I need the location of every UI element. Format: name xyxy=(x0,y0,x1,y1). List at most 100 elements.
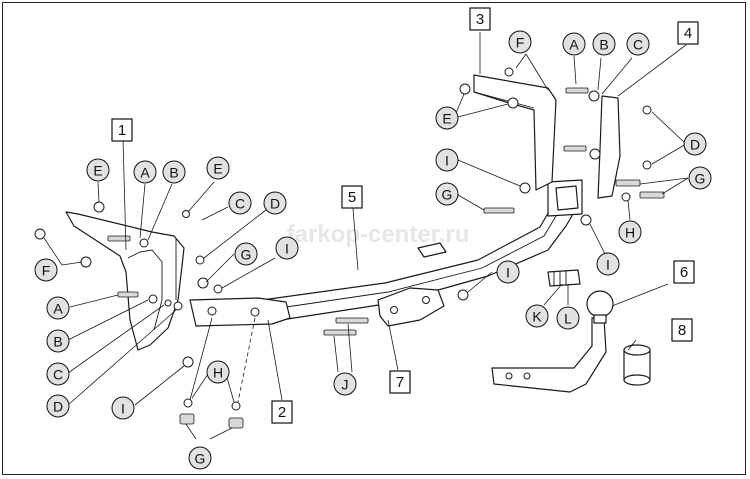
watermark: farkop-center.ru xyxy=(287,221,470,248)
letter-callout-c: C xyxy=(228,191,252,215)
part-callout-1: 1 xyxy=(111,118,133,142)
part-number-box xyxy=(677,21,699,45)
callout-letter: H xyxy=(625,225,635,241)
part-number-box xyxy=(111,118,133,142)
part-number-box xyxy=(469,7,491,31)
letter-callout-g: G xyxy=(435,182,459,206)
electrical-clip-hardware xyxy=(547,269,581,287)
callout-circle xyxy=(596,252,620,276)
callout-letter: A xyxy=(53,301,63,317)
letter-callout-h: H xyxy=(206,360,230,384)
callout-letter: E xyxy=(442,111,451,127)
part-callout-5: 5 xyxy=(341,185,363,209)
tow-ball-neck xyxy=(491,290,614,393)
part-callout-4: 4 xyxy=(677,21,699,45)
callout-letter: J xyxy=(342,377,349,393)
letter-callout-d: D xyxy=(263,191,287,215)
letter-callout-i: I xyxy=(111,396,135,420)
callout-circle xyxy=(496,260,520,284)
letter-callout-d: D xyxy=(46,394,70,418)
callout-circle xyxy=(508,30,532,54)
part-number-box xyxy=(389,370,411,394)
part-number: 2 xyxy=(278,404,286,421)
letter-callout-j: J xyxy=(333,372,357,396)
callout-letter: I xyxy=(606,257,610,273)
socket-bracket xyxy=(323,287,469,336)
callout-letter: F xyxy=(42,263,51,279)
part-callout-8: 8 xyxy=(671,318,693,342)
callout-circle xyxy=(688,166,712,190)
part-number: 1 xyxy=(118,122,126,139)
part-callout-6: 6 xyxy=(673,260,695,284)
callout-circle xyxy=(46,362,70,386)
callout-circle xyxy=(206,360,230,384)
part-number: 3 xyxy=(476,11,484,28)
letter-callout-b: B xyxy=(46,329,70,353)
letter-callout-f: F xyxy=(34,258,58,282)
callout-letter: D xyxy=(690,137,700,153)
callout-circle xyxy=(435,106,459,130)
callout-letter: H xyxy=(213,365,223,381)
callout-circle xyxy=(228,191,252,215)
callout-letter: I xyxy=(121,401,125,417)
callout-circle xyxy=(234,242,258,266)
callout-letter: I xyxy=(506,265,510,281)
callout-letter: B xyxy=(169,165,178,181)
callout-letter: G xyxy=(442,187,453,203)
right-rear-plate xyxy=(483,87,665,226)
letter-callout-f: F xyxy=(508,30,532,54)
callout-letter: E xyxy=(93,163,102,179)
ball-cap xyxy=(623,344,651,386)
right-upper-bracket xyxy=(459,67,557,194)
part-number-box xyxy=(671,318,693,342)
callout-letter: L xyxy=(564,311,572,327)
part-number: 8 xyxy=(678,322,686,339)
letter-callout-c: C xyxy=(626,32,650,56)
callout-circle xyxy=(133,160,157,184)
callout-circle xyxy=(188,446,212,470)
part-callout-7: 7 xyxy=(389,370,411,394)
letter-callout-l: L xyxy=(556,306,580,330)
callout-circle xyxy=(683,132,707,156)
callout-circle xyxy=(46,296,70,320)
left-end-plate xyxy=(189,297,291,327)
callout-letter: D xyxy=(270,196,280,212)
callout-letter: G xyxy=(241,247,252,263)
letter-callout-g: G xyxy=(688,166,712,190)
part-number: 5 xyxy=(348,189,356,206)
callout-letter: C xyxy=(235,196,245,212)
letter-callout-i: I xyxy=(435,148,459,172)
callout-circle xyxy=(562,32,586,56)
callout-circle xyxy=(46,394,70,418)
letter-callout-e: E xyxy=(206,156,230,180)
callout-circle xyxy=(34,258,58,282)
part-number-box xyxy=(341,185,363,209)
callout-letter: B xyxy=(599,37,608,53)
callout-circle xyxy=(556,306,580,330)
callout-circle xyxy=(46,329,70,353)
callout-circle xyxy=(111,396,135,420)
callout-letter: F xyxy=(516,35,525,51)
callout-letter: D xyxy=(53,399,63,415)
callout-letter: K xyxy=(532,309,542,325)
left-bracket xyxy=(34,201,223,368)
letter-callout-d: D xyxy=(683,132,707,156)
part-number-callouts: 1 2 3 4 5 6 7 8 xyxy=(111,7,699,424)
part-number: 4 xyxy=(684,25,692,42)
part-number: 6 xyxy=(680,264,688,281)
part-number-box xyxy=(673,260,695,284)
letter-callout-e: E xyxy=(86,158,110,182)
letter-callout-g: G xyxy=(188,446,212,470)
part-number: 7 xyxy=(396,374,404,391)
callout-letter: I xyxy=(445,153,449,169)
callout-circle xyxy=(626,32,650,56)
callout-letter: I xyxy=(285,241,289,257)
letter-callout-i: I xyxy=(275,236,299,260)
callout-letter: B xyxy=(53,334,62,350)
callout-circle xyxy=(435,148,459,172)
bottom-hardware xyxy=(179,317,256,429)
callout-letter: A xyxy=(569,37,579,53)
part-callout-2: 2 xyxy=(271,400,293,424)
